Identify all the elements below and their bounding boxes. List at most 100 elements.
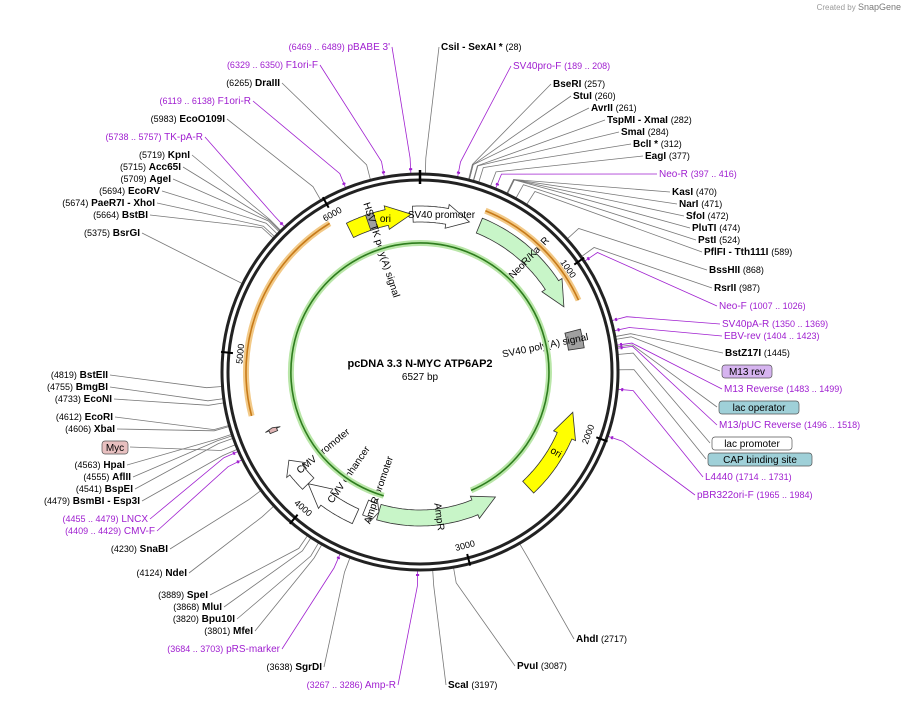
site-f1ori-r[interactable]: (6119 .. 6138) F1ori-R [160, 96, 252, 107]
site-acc65i[interactable]: (5715) Acc65I [120, 162, 181, 173]
site-bstbi[interactable]: (5664) BstBI [93, 210, 148, 221]
site-sfoi[interactable]: SfoI (472) [686, 211, 729, 222]
site-pluti[interactable]: PluTI (474) [692, 223, 740, 234]
site-sv40pa-r[interactable]: SV40pA-R (1350 .. 1369) [722, 319, 828, 330]
site-rsrii[interactable]: RsrII (987) [714, 283, 760, 294]
site-pvui[interactable]: PvuI (3087) [517, 661, 567, 672]
leader-rsrii [580, 247, 713, 289]
feature-f1-ori[interactable]: f1 ori [345, 205, 413, 239]
site-sgrdi[interactable]: (3638) SgrDI [267, 662, 323, 673]
site-bsshii[interactable]: BssHII (868) [709, 265, 764, 276]
site-neo-f[interactable]: Neo-F (1007 .. 1026) [719, 301, 806, 312]
site-pflfi[interactable]: PflFI - Tth111I (589) [704, 247, 792, 258]
leader-xbai [116, 425, 231, 432]
feature-shape-sv40-poly-a-signal [564, 328, 585, 351]
site-ecorv[interactable]: (5694) EcoRV [99, 186, 160, 197]
site-bcli[interactable]: BclI * (312) [633, 139, 682, 150]
site-agei[interactable]: (5709) AgeI [121, 174, 172, 185]
feature-shape-neor-kanr [475, 217, 565, 308]
site-eagi[interactable]: EagI (377) [645, 151, 690, 162]
site-pbr322ori-f[interactable]: pBR322ori-F (1965 .. 1984) [697, 490, 813, 501]
label-tspmi: TspMI - XmaI (282) [607, 115, 692, 126]
feature-ori[interactable]: ori [522, 411, 576, 494]
site-tk-pa-r[interactable]: (5738 .. 5757) TK-pA-R [105, 132, 203, 143]
ruler-tick-2000 [595, 436, 608, 443]
label-bcli: BclI * (312) [633, 139, 682, 150]
site-mfei[interactable]: (3801) MfeI [204, 626, 253, 637]
leader-sv40pro-f [457, 65, 512, 178]
site-m13-reverse[interactable]: M13 Reverse (1483 .. 1499) [724, 384, 842, 395]
label-bsteii: (4819) BstEII [51, 370, 108, 381]
site-neo-r[interactable]: Neo-R (397 .. 416) [659, 169, 737, 180]
feature-ampr[interactable]: AmpR [376, 495, 497, 531]
site-smai[interactable]: SmaI (284) [621, 127, 669, 138]
box-lac-promoter [711, 436, 793, 451]
site-cmv-f[interactable]: (4409 .. 4429) CMV-F [65, 526, 155, 537]
feature-myc[interactable] [265, 426, 281, 435]
site-myc[interactable]: Myc [101, 440, 129, 455]
leader-bsteii [109, 374, 224, 389]
site-spei[interactable]: (3889) SpeI [158, 590, 208, 601]
site-econi[interactable]: (4733) EcoNI [55, 394, 112, 405]
site-mlui[interactable]: (3868) MluI [173, 602, 222, 613]
label-pvui: PvuI (3087) [517, 661, 567, 672]
site-nari[interactable]: NarI (471) [679, 199, 722, 210]
site-hpai[interactable]: (4563) HpaI [75, 460, 126, 471]
site-csii[interactable]: CsiI - SexAI * (28) [441, 42, 522, 53]
site-m13-rev[interactable]: M13 rev [721, 364, 773, 379]
site-tspmi[interactable]: TspMI - XmaI (282) [607, 115, 692, 126]
site-l4440[interactable]: L4440 (1714 .. 1731) [705, 472, 792, 483]
label-psti: PstI (524) [698, 235, 740, 246]
site-ecori[interactable]: (4612) EcoRI [56, 412, 113, 423]
site-kasi[interactable]: KasI (470) [672, 187, 717, 198]
site-ahdi[interactable]: AhdI (2717) [576, 634, 627, 645]
site-bsteii[interactable]: (4819) BstEII [51, 370, 108, 381]
site-f1ori-f[interactable]: (6329 .. 6350) F1ori-F [227, 60, 318, 71]
site-bmgbi[interactable]: (4755) BmgBI [47, 382, 108, 393]
site-m13-puc-reverse[interactable]: M13/pUC Reverse (1496 .. 1518) [719, 420, 860, 431]
site-xbai[interactable]: (4606) XbaI [65, 424, 115, 435]
feature-sv40-promoter[interactable]: SV40 promoter [408, 203, 476, 229]
label-sfoi: SfoI (472) [686, 211, 729, 222]
leader-psti [514, 184, 697, 241]
site-draiii[interactable]: (6265) DraIII [226, 78, 280, 89]
site-bspei[interactable]: (4541) BspEI [76, 484, 133, 495]
leader-f1ori-f [319, 64, 385, 178]
leader-cap-binding-site [616, 369, 707, 460]
site-cap-binding-site[interactable]: CAP binding site [707, 452, 813, 467]
label-scai: ScaI (3197) [448, 680, 497, 691]
site-ecoo109i[interactable]: (5983) EcoO109I [151, 114, 226, 125]
primer-mark-prs-marker [336, 556, 341, 560]
site-kpni[interactable]: (5719) KpnI [139, 150, 190, 161]
site-prs-marker[interactable]: (3684 .. 3703) pRS-marker [167, 644, 280, 655]
site-bpu10i[interactable]: (3820) Bpu10I [173, 614, 235, 625]
label-pluti: PluTI (474) [692, 223, 740, 234]
label-ecoo109i: (5983) EcoO109I [151, 114, 226, 125]
site-bsrgi[interactable]: (5375) BsrGI [84, 228, 140, 239]
site-ebv-rev[interactable]: EBV-rev (1404 .. 1423) [724, 331, 820, 342]
site-bstz17i[interactable]: BstZ17I (1445) [725, 348, 790, 359]
site-lac-operator[interactable]: lac operator [718, 400, 800, 415]
site-stui[interactable]: StuI (260) [573, 91, 616, 102]
site-scai[interactable]: ScaI (3197) [448, 680, 497, 691]
site-snabi[interactable]: (4230) SnaBI [111, 544, 168, 555]
site-amp-r[interactable]: (3267 .. 3286) Amp-R [307, 680, 396, 691]
site-bseri[interactable]: BseRI (257) [553, 79, 605, 90]
site-avrii[interactable]: AvrII (261) [591, 103, 637, 114]
leader-m13-rev [614, 336, 721, 372]
site-lac-promoter[interactable]: lac promoter [711, 436, 793, 451]
site-sv40pro-f[interactable]: SV40pro-F (189 .. 208) [513, 61, 610, 72]
leader-pflfi [525, 191, 703, 253]
leader-bpu10i [236, 541, 320, 620]
feature-label-cmv-enhancer: CMV enhancer [326, 444, 373, 506]
site-psti[interactable]: PstI (524) [698, 235, 740, 246]
site-paer7i[interactable]: (5674) PaeR7I - XhoI [62, 198, 155, 209]
site-pbabe-3[interactable]: (6469 .. 6489) pBABE 3' [289, 42, 390, 53]
leader-prs-marker [281, 553, 341, 650]
site-ndei[interactable]: (4124) NdeI [137, 568, 188, 579]
primer-mark-lncx [232, 451, 236, 456]
site-lncx[interactable]: (4455 .. 4479) LNCX [62, 514, 148, 525]
site-labels[interactable]: CsiI - SexAI * (28) SV40pro-F (189 .. 208… [44, 42, 860, 691]
site-bsmbi[interactable]: (4479) BsmBI - Esp3I [44, 496, 140, 507]
site-aflii[interactable]: (4555) AflII [83, 472, 131, 483]
